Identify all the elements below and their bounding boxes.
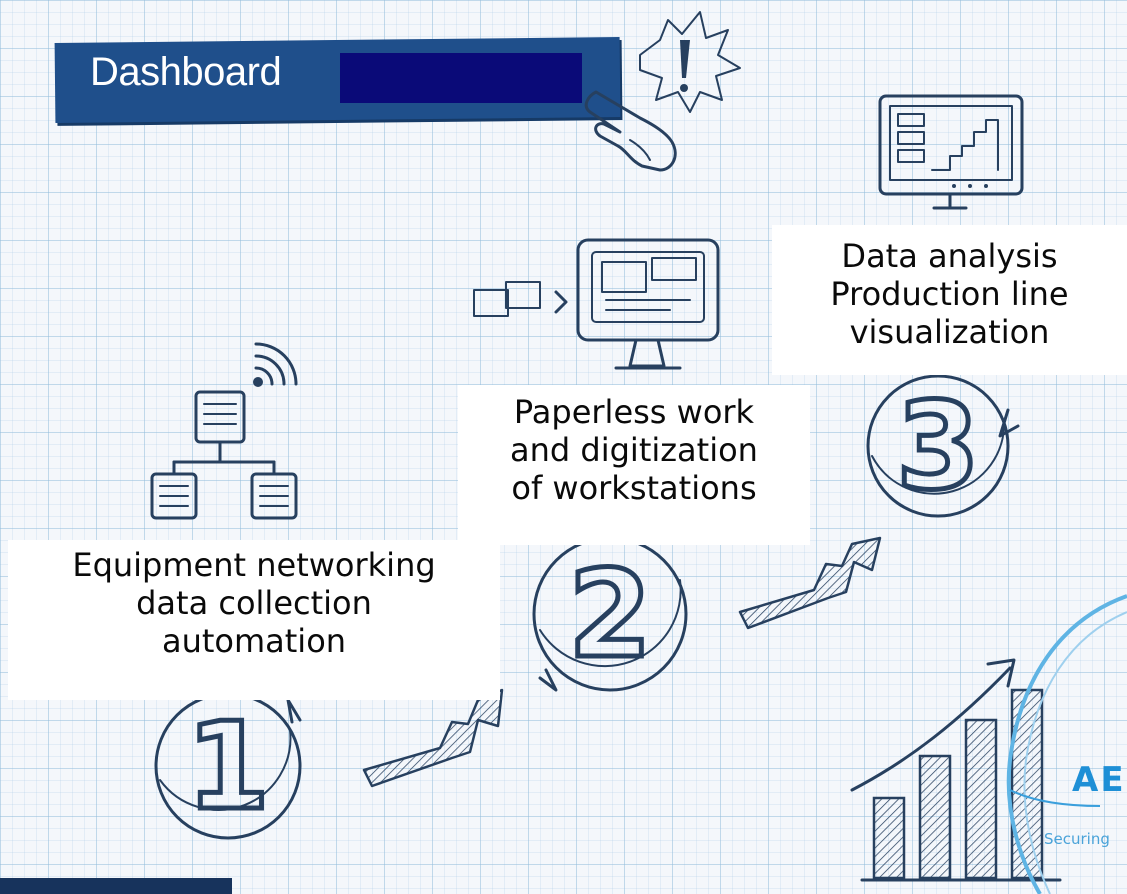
step-3-label: Data analysis Production line visualizat… [772, 225, 1127, 375]
pointing-hand-icon [584, 90, 677, 172]
step-1-circle: 1 [154, 692, 302, 840]
page-title: Dashboard [90, 50, 282, 94]
step-1-number: 1 [186, 698, 270, 837]
logo-arcs [1006, 594, 1127, 894]
step-2-line-1: Paperless work [513, 393, 755, 431]
step-3-line-2: Production line [830, 275, 1069, 313]
bottom-strip [0, 878, 232, 894]
step-1-line-2: data collection [136, 584, 372, 622]
alert-burst-icon [639, 11, 741, 113]
company-logo: AE [1072, 760, 1126, 800]
dashboard-monitor-icon [878, 94, 1024, 210]
step-1-line-1: Equipment networking [72, 546, 436, 584]
step-3-line-3: visualization [849, 313, 1050, 351]
up-arrow-icon [850, 658, 1016, 792]
step-3-number: 3 [896, 378, 980, 517]
step-3-line-1: Data analysis [841, 237, 1058, 275]
step-2-number: 2 [568, 546, 652, 685]
arrow-step-1-to-2 [362, 688, 504, 788]
step-2-label: Paperless work and digitization of works… [458, 385, 810, 545]
wifi-icon [253, 342, 298, 387]
network-tree-icon [150, 390, 298, 520]
step-1-label: Equipment networking data collection aut… [8, 540, 500, 700]
arrow-step-2-to-3 [738, 536, 882, 630]
step-2-circle: 2 [532, 536, 688, 692]
logo-tagline: Securing [1044, 830, 1110, 848]
step-2-line-3: of workstations [511, 469, 757, 507]
growth-bar-chart-icon [860, 688, 1062, 882]
computer-monitor-icon [473, 238, 720, 370]
step-2-line-2: and digitization [510, 431, 758, 469]
redacted-block [340, 53, 582, 103]
step-1-line-3: automation [161, 622, 347, 660]
step-3-circle: 3 [866, 374, 1020, 520]
